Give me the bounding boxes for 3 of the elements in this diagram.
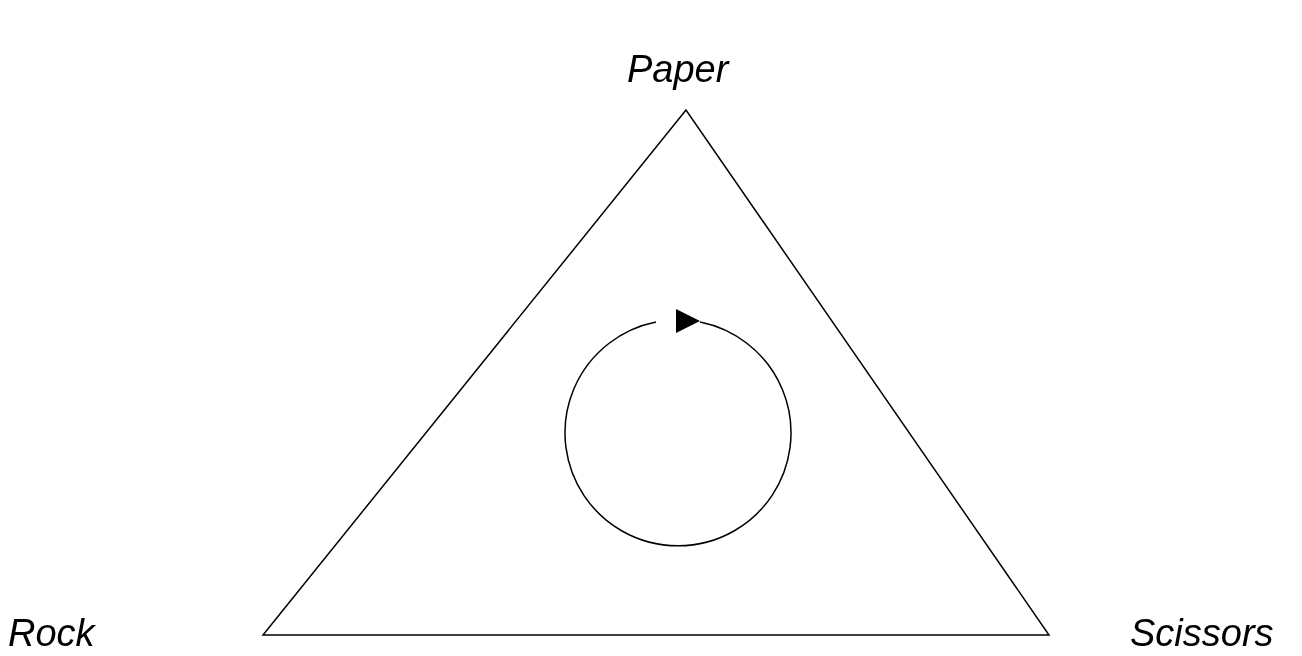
corner-label: Scissors	[1130, 614, 1274, 652]
corner-label: Rock	[8, 614, 95, 652]
corner-label: Paper	[627, 50, 729, 88]
